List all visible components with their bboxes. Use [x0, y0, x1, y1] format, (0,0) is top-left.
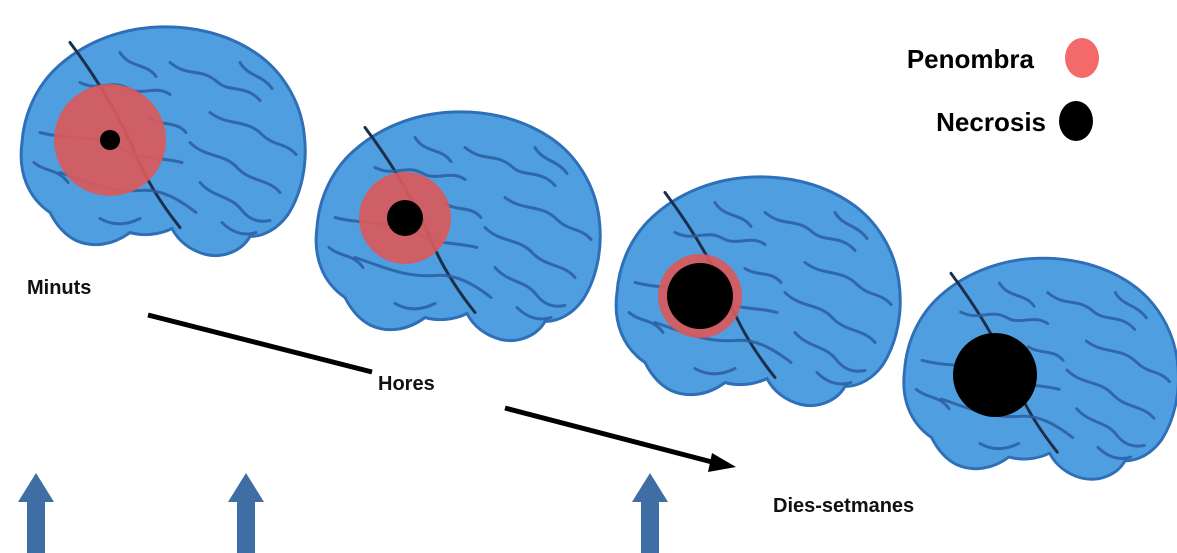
- timeline-segment-2: [505, 408, 712, 462]
- arrow-up-icon: [18, 473, 54, 553]
- stage-label-hores: Hores: [378, 373, 435, 395]
- necrosis-core-dies: [667, 263, 733, 329]
- legend: Penombra Necrosis: [907, 38, 1099, 141]
- arrow-up-icon: [632, 473, 668, 553]
- brain-stage-hores: [316, 112, 600, 341]
- timeline-segment-1: [148, 315, 372, 372]
- stage-label-minuts: Minuts: [27, 277, 91, 299]
- brain-icon: [316, 112, 600, 341]
- necrosis-core-hores: [387, 200, 423, 236]
- stage-label-dies-setmanes: Dies-setmanes: [773, 495, 914, 517]
- brain-icon: [904, 258, 1177, 479]
- necrosis-core-minuts: [100, 130, 120, 150]
- legend-label-penumbra: Penombra: [907, 44, 1035, 74]
- brain-stage-minuts: [21, 27, 305, 256]
- legend-swatch-penumbra: [1065, 38, 1099, 78]
- brain-stage-setmanes: [904, 258, 1177, 479]
- legend-swatch-necrosis: [1059, 101, 1093, 141]
- arrow-right-icon: [708, 453, 736, 472]
- necrosis-core-setmanes: [953, 333, 1037, 417]
- legend-label-necrosis: Necrosis: [936, 107, 1046, 137]
- brain-stage-dies: [616, 177, 900, 406]
- arrow-up-icon: [228, 473, 264, 553]
